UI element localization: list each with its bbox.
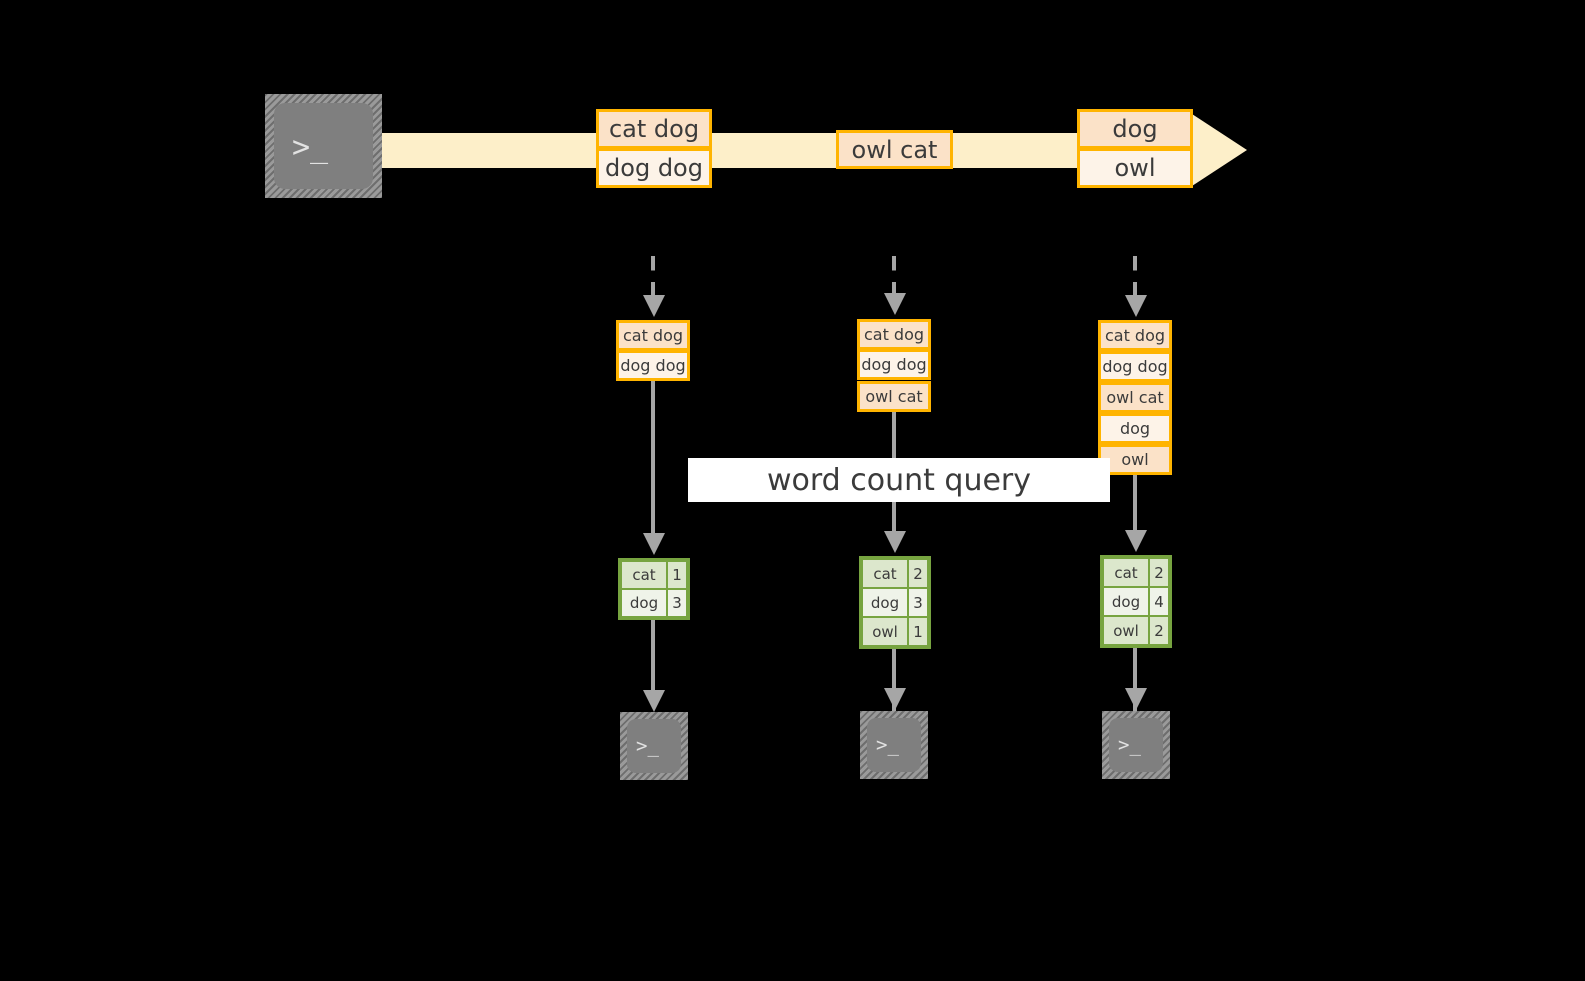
query-connector — [651, 381, 655, 536]
count-cell: 4 — [1148, 586, 1170, 617]
stream-arrowhead — [1192, 114, 1247, 186]
source-terminal-icon[interactable]: >_ — [265, 94, 382, 198]
snapshot-record: dog dog — [857, 349, 931, 380]
count-cell: 3 — [666, 588, 688, 618]
query-arrowhead — [1125, 530, 1147, 552]
count-cell: 2 — [907, 558, 929, 589]
count-cell: 1 — [907, 616, 929, 647]
stream-record: owl cat — [836, 130, 953, 169]
terminal-prompt-text: >_ — [876, 734, 899, 756]
query-arrowhead — [643, 533, 665, 555]
word-cell: dog — [620, 588, 668, 618]
snapshot-tap-connector — [651, 256, 655, 298]
terminal-prompt-text: >_ — [1118, 734, 1141, 756]
stream-record: owl — [1077, 148, 1193, 188]
snapshot-tap-arrowhead — [1125, 295, 1147, 317]
sink-terminal-icon[interactable]: >_ — [1102, 711, 1170, 779]
stream-record: dog dog — [596, 148, 712, 188]
terminal-screen: >_ — [274, 103, 373, 189]
stream-record: cat dog — [596, 109, 712, 149]
word-cell: cat — [1102, 557, 1150, 588]
query-arrowhead — [884, 531, 906, 553]
sink-connector — [651, 620, 655, 692]
sink-arrowhead — [643, 690, 665, 712]
snapshot-tap-arrowhead — [643, 295, 665, 317]
snapshot-record: cat dog — [1098, 320, 1172, 351]
snapshot-record: dog — [1098, 413, 1172, 444]
snapshot-tap-connector — [892, 256, 896, 296]
snapshot-record: dog dog — [1098, 351, 1172, 382]
table-row: dog 4 — [1102, 586, 1170, 617]
sink-terminal-icon[interactable]: >_ — [620, 712, 688, 780]
snapshot-record: owl cat — [857, 381, 931, 412]
sink-arrowhead — [884, 688, 906, 710]
result-table: cat 1 dog 3 — [618, 558, 690, 620]
snapshot-record: owl — [1098, 444, 1172, 475]
table-row: dog 3 — [861, 587, 929, 618]
sink-connector — [892, 649, 896, 711]
count-cell: 2 — [1148, 615, 1170, 646]
snapshot-tap-arrowhead — [884, 293, 906, 315]
table-row: owl 2 — [1102, 615, 1170, 646]
word-cell: cat — [620, 560, 668, 590]
count-cell: 1 — [666, 560, 688, 590]
query-connector — [1133, 475, 1137, 535]
terminal-screen: >_ — [867, 718, 921, 772]
query-label-banner: word count query — [688, 458, 1110, 502]
table-row: owl 1 — [861, 616, 929, 647]
word-cell: owl — [1102, 615, 1150, 646]
table-row: cat 2 — [1102, 557, 1170, 588]
terminal-screen: >_ — [627, 719, 681, 773]
sink-terminal-icon[interactable]: >_ — [860, 711, 928, 779]
count-cell: 2 — [1148, 557, 1170, 588]
sink-connector — [1133, 648, 1137, 711]
snapshot-record: owl cat — [1098, 382, 1172, 413]
sink-arrowhead — [1125, 688, 1147, 710]
snapshot-record: dog dog — [616, 350, 690, 381]
result-table: cat 2 dog 3 owl 1 — [859, 556, 931, 649]
stream-record: dog — [1077, 109, 1193, 149]
snapshot-tap-connector — [1133, 256, 1137, 298]
count-cell: 3 — [907, 587, 929, 618]
word-cell: owl — [861, 616, 909, 647]
terminal-prompt-text: >_ — [292, 130, 329, 165]
table-row: dog 3 — [620, 588, 688, 618]
terminal-prompt-text: >_ — [636, 735, 659, 757]
table-row: cat 2 — [861, 558, 929, 589]
snapshot-record: cat dog — [616, 320, 690, 351]
table-row: cat 1 — [620, 560, 688, 590]
word-cell: cat — [861, 558, 909, 589]
terminal-screen: >_ — [1109, 718, 1163, 772]
snapshot-record: cat dog — [857, 319, 931, 350]
stream-shaft — [360, 133, 1195, 168]
word-cell: dog — [861, 587, 909, 618]
word-cell: dog — [1102, 586, 1150, 617]
result-table: cat 2 dog 4 owl 2 — [1100, 555, 1172, 648]
